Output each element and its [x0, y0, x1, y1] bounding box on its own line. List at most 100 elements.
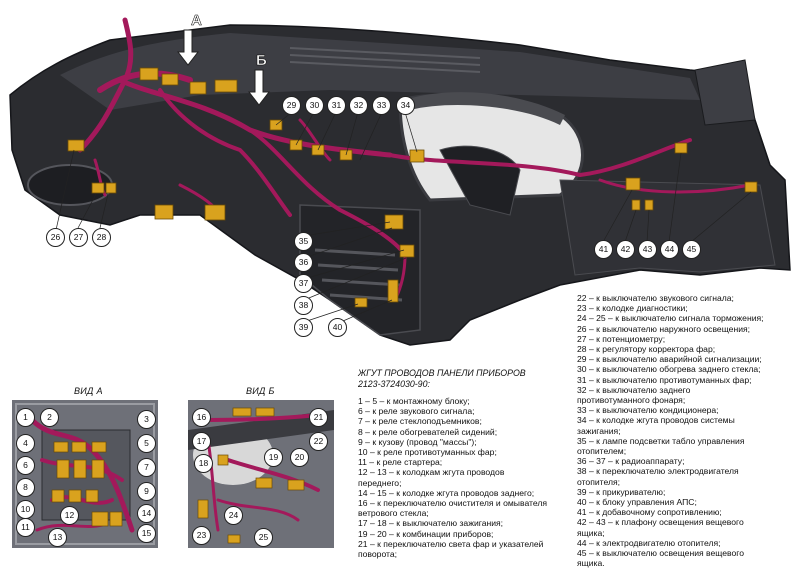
- callout-a-15: 15: [137, 524, 156, 543]
- callout-31: 31: [327, 96, 346, 115]
- callout-a-5: 5: [137, 434, 156, 453]
- callout-28: 28: [92, 228, 111, 247]
- legend-title-line2: 2123-3724030-90:: [358, 378, 430, 389]
- callout-a-7: 7: [137, 458, 156, 477]
- view-a-label: А: [191, 12, 202, 30]
- legend-entry: 7 – к реле стеклоподъемников;: [358, 416, 482, 427]
- legend-entry: 21 – к переключателю света фар и указате…: [358, 538, 544, 549]
- inset-view-a-title: ВИД А: [74, 386, 103, 396]
- callout-b-20: 20: [290, 448, 309, 467]
- legend-entry: 45 – к выключателю освещения вещевого: [577, 548, 745, 559]
- legend-entry: 44 – к электродвигателю отопителя;: [577, 537, 721, 548]
- legend-entry: 23 – к колодке диагностики;: [577, 303, 688, 314]
- legend-entry: зажигания;: [577, 425, 621, 436]
- legend-entry: 30 – к выключателю обогрева заднего стек…: [577, 364, 761, 375]
- legend-entry: 42 – 43 – к плафону освещения вещевого: [577, 517, 744, 528]
- callout-a-2: 2: [40, 408, 59, 427]
- legend-entry: 32 – к выключателю заднего: [577, 384, 691, 395]
- callout-29: 29: [282, 96, 301, 115]
- legend-entry: отопителем;: [577, 446, 627, 457]
- callout-27: 27: [69, 228, 88, 247]
- legend-entry: 36 – 37 – к радиоаппарату;: [577, 456, 685, 467]
- legend-entry: 38 – к переключателю электродвигателя: [577, 466, 739, 477]
- legend-entry: 10 – к реле противотуманных фар;: [358, 447, 497, 458]
- callout-40: 40: [328, 318, 347, 337]
- legend-entry: 40 – к блоку управления АПС;: [577, 497, 697, 508]
- legend-entry: 12 – 13 – к колодкам жгута проводов: [358, 467, 505, 478]
- callout-38: 38: [294, 296, 313, 315]
- legend-entry: 27 – к потенциометру;: [577, 333, 666, 344]
- callout-36: 36: [294, 253, 313, 272]
- legend-entry: 1 – 5 – к монтажному блоку;: [358, 396, 470, 406]
- callout-a-4: 4: [16, 434, 35, 453]
- legend-entry: 8 – к реле обогревателей сидений;: [358, 426, 498, 437]
- legend-entry: 31 – к выключателю противотуманных фар;: [577, 374, 752, 385]
- legend-entry: 29 – к выключателю аварийной сигнализаци…: [577, 354, 762, 365]
- callout-b-18: 18: [194, 454, 213, 473]
- legend-entry: 34 – к колодке жгута проводов системы: [577, 415, 735, 426]
- legend-entry: 14 – 15 – к колодке жгута проводов задне…: [358, 487, 535, 498]
- legend-title-line1: ЖГУТ ПРОВОДОВ ПАНЕЛИ ПРИБОРОВ: [358, 368, 526, 378]
- callout-33: 33: [372, 96, 391, 115]
- right-end-vents: [694, 59, 756, 126]
- inset-view-b-title: ВИД Б: [246, 386, 275, 396]
- callout-a-12: 12: [60, 506, 79, 525]
- callout-44: 44: [660, 240, 679, 259]
- legend-entry: 28 – к регулятору корректора фар;: [577, 344, 716, 355]
- callout-32: 32: [349, 96, 368, 115]
- callout-b-21: 21: [309, 408, 328, 427]
- cluster-hood: [405, 92, 565, 125]
- callout-37: 37: [294, 274, 313, 293]
- legend-entry: 39 – к прикуривателю;: [577, 486, 666, 497]
- callout-b-17: 17: [192, 432, 211, 451]
- callout-45: 45: [682, 240, 701, 259]
- legend-entry: поворота;: [358, 549, 398, 560]
- legend-entry: ящика;: [577, 527, 605, 538]
- legend-entry: ящика.: [577, 558, 605, 568]
- view-b-label: Б: [256, 52, 267, 70]
- callout-41: 41: [594, 240, 613, 259]
- view-b-arrow: [247, 69, 271, 106]
- legend-entry: 35 – к лампе подсветки табло управления: [577, 435, 745, 446]
- callout-a-1: 1: [16, 408, 35, 427]
- callout-30: 30: [305, 96, 324, 115]
- legend-entry: 26 – к выключателю наружного освещения;: [577, 323, 751, 334]
- legend-entry: 17 – 18 – к выключателю зажигания;: [358, 518, 504, 529]
- callout-39: 39: [294, 318, 313, 337]
- legend-entry: 33 – к выключателю кондиционера;: [577, 405, 719, 416]
- legend-entry: 22 – к выключателю звукового сигнала;: [577, 293, 734, 303]
- legend-entry: 24 – 25 – к выключателю сигнала торможен…: [577, 313, 764, 324]
- callout-43: 43: [638, 240, 657, 259]
- legend-entry: 41 – к добавочному сопротивлению;: [577, 507, 722, 518]
- inset-view-a: 1 2 3 4 5 6 7 8 9 10 11 12 13 14 15: [12, 400, 158, 548]
- callout-b-22: 22: [309, 432, 328, 451]
- legend-entry: 6 – к реле звукового сигнала;: [358, 406, 475, 417]
- legend-entry: 11 – к реле стартера;: [358, 457, 443, 468]
- legend-left-column: 1 – 5 – к монтажному блоку;6 – к реле зв…: [358, 396, 568, 559]
- callout-b-25: 25: [254, 528, 273, 547]
- legend-right-column: 22 – к выключателю звукового сигнала;23 …: [577, 293, 797, 568]
- callout-a-9: 9: [137, 482, 156, 501]
- callout-a-14: 14: [137, 504, 156, 523]
- glove-box-area: [559, 179, 776, 276]
- callout-b-19: 19: [264, 448, 283, 467]
- callout-a-10: 10: [16, 500, 35, 519]
- legend-entry: переднего;: [358, 477, 402, 488]
- view-a-arrow: [176, 29, 200, 66]
- legend-entry: отопителя;: [577, 476, 621, 487]
- legend-entry: 9 – к кузову (провод "массы");: [358, 436, 477, 447]
- callout-26: 26: [46, 228, 65, 247]
- callout-a-3: 3: [137, 410, 156, 429]
- callout-a-11: 11: [16, 518, 35, 537]
- inset-view-b: 16 17 18 19 20 21 22 23 24 25: [188, 400, 334, 548]
- callout-a-6: 6: [16, 456, 35, 475]
- callout-b-24: 24: [224, 506, 243, 525]
- legend-entry: 16 – к переключателю очистителя и омыват…: [358, 498, 548, 509]
- callout-a-13: 13: [48, 528, 67, 547]
- callout-b-16: 16: [192, 408, 211, 427]
- callout-42: 42: [616, 240, 635, 259]
- leader-lines: [55, 111, 752, 325]
- callout-a-8: 8: [16, 478, 35, 497]
- callout-34: 34: [396, 96, 415, 115]
